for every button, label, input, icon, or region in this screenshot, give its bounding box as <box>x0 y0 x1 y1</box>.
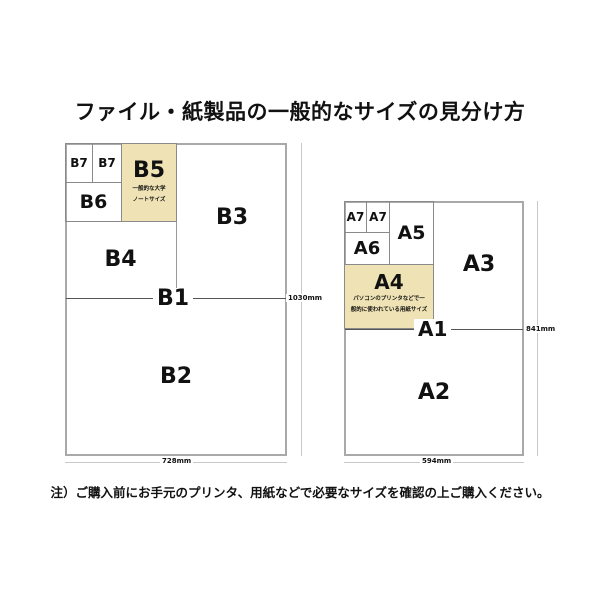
b6-region: B6 <box>65 182 122 222</box>
b5-note-line2: ノートサイズ <box>132 196 166 203</box>
b7-label-right: B7 <box>98 156 116 170</box>
a7-region-right: A7 <box>366 201 390 233</box>
b4-label: B4 <box>104 247 137 272</box>
b7-region-left: B7 <box>65 143 93 183</box>
a5-region: A5 <box>389 201 434 265</box>
b5-region: B5 一般的な大学 ノートサイズ <box>121 143 177 222</box>
a7-region-left: A7 <box>344 201 367 233</box>
a5-label: A5 <box>397 221 426 244</box>
b5-label: B5 <box>132 158 166 184</box>
b7-region-right: B7 <box>92 143 122 183</box>
a4-note-line1: パソコンのプリンタなどで一 <box>353 296 425 303</box>
footnote: 注）ご購入前にお手元のプリンタ、用紙などで必要なサイズを確認の上ご購入ください。 <box>50 485 550 500</box>
a1-label: A1 <box>414 319 452 339</box>
b3-region: B3 <box>176 143 287 298</box>
b-width-label: 728mm <box>160 457 194 465</box>
a2-region: A2 <box>344 329 524 456</box>
page-title: ファイル・紙製品の一般的なサイズの見分け方 <box>74 100 526 124</box>
b6-label: B6 <box>79 190 108 213</box>
a6-region: A6 <box>344 232 390 265</box>
a4-label: A4 <box>374 270 404 295</box>
b2-label: B2 <box>159 364 193 389</box>
b3-label: B3 <box>215 204 249 230</box>
a-height-label: 841mm <box>524 325 558 333</box>
a3-region: A3 <box>433 201 524 329</box>
b7-label-left: B7 <box>70 156 88 170</box>
b-height-label: 1030mm <box>286 294 325 302</box>
a-width-label: 594mm <box>420 457 454 465</box>
a7-label-left: A7 <box>346 210 365 224</box>
a2-label: A2 <box>417 379 451 405</box>
b5-note-line1: 一般的な大学 <box>132 186 166 193</box>
a6-label: A6 <box>353 237 381 259</box>
a3-label: A3 <box>462 252 496 277</box>
b2-region: B2 <box>65 298 287 456</box>
a7-label-right: A7 <box>369 210 387 224</box>
a4-note-line2: 般的に使われている用紙サイズ <box>350 306 428 313</box>
b1-label: B1 <box>153 288 194 310</box>
a4-region: A4 パソコンのプリンタなどで一 般的に使われている用紙サイズ <box>344 264 434 329</box>
